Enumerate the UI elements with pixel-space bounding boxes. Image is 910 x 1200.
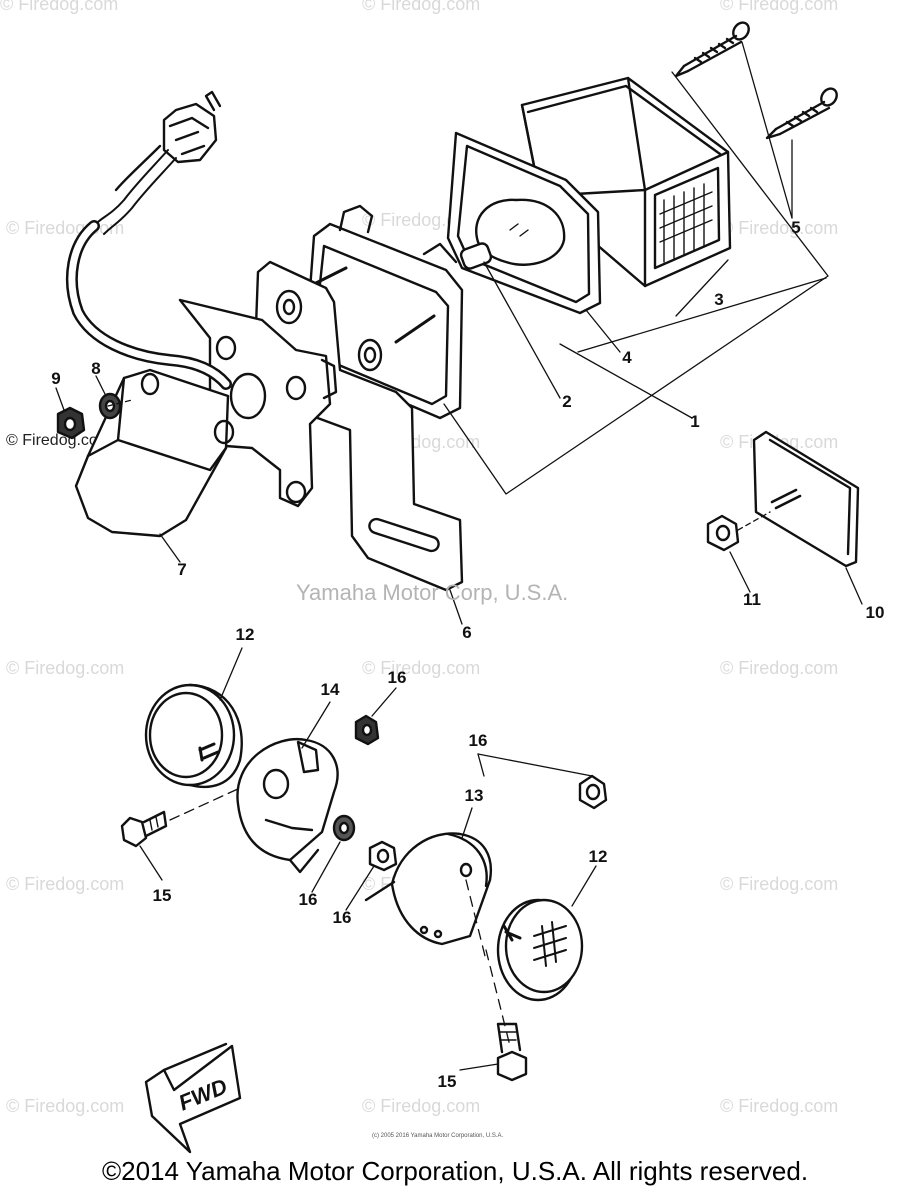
screw-upper <box>674 21 750 78</box>
nut-9 <box>56 406 86 440</box>
callout-3: 3 <box>714 290 724 309</box>
watermark: © Firedog.com <box>362 1096 481 1116</box>
watermark: © Firedog.com <box>720 0 839 14</box>
fwd-arrow <box>144 1042 242 1154</box>
watermark: © Firedog.com <box>0 0 119 14</box>
callout-16-mid: 16 <box>298 890 318 909</box>
lamp-base <box>304 204 464 420</box>
callout-16-lower: 16 <box>332 908 352 927</box>
wiring-harness <box>66 90 232 390</box>
callout-2: 2 <box>562 392 572 411</box>
copyright-footer: ©2014 Yamaha Motor Corporation, U.S.A. A… <box>101 1156 809 1186</box>
small-copyright-note: (c) 2005 2016 Yamaha Motor Corporation, … <box>372 1133 504 1139</box>
callout-16-right: 16 <box>468 731 488 750</box>
bolt-15-a <box>120 810 168 848</box>
watermark: © Firedog.com <box>6 432 112 449</box>
nut-11 <box>706 514 740 552</box>
callout-7: 7 <box>177 560 187 579</box>
callout-6: 6 <box>462 623 472 642</box>
license-bracket <box>254 260 464 592</box>
watermark: © Firedog.com <box>720 1096 839 1116</box>
watermark: © Firedog.com <box>362 658 481 678</box>
nut-16-b <box>578 774 608 810</box>
screw-lower <box>765 87 838 140</box>
callout-13: 13 <box>464 786 484 805</box>
callout-11: 11 <box>743 590 761 609</box>
watermark: © Firedog.com <box>6 1096 125 1116</box>
callout-12-left: 12 <box>235 625 255 644</box>
callout-15-left: 15 <box>152 886 172 905</box>
nut-16-d <box>368 840 398 872</box>
reflector-housing <box>74 368 235 538</box>
bulb <box>459 198 566 270</box>
watermark: © Firedog.com <box>6 658 125 678</box>
callout-10: 10 <box>865 603 885 622</box>
callout-9: 9 <box>51 369 61 388</box>
bracket-13 <box>364 832 493 946</box>
leader-lines <box>55 41 863 625</box>
callout-8: 8 <box>91 359 101 378</box>
callout-4: 4 <box>622 348 632 367</box>
watermark: © Firedog.com <box>720 874 839 894</box>
callout-1: 1 <box>690 412 700 431</box>
callout-16-top: 16 <box>387 668 407 687</box>
callout-14: 14 <box>320 680 340 699</box>
turn-signal-right <box>496 898 584 1002</box>
turn-signal-left <box>144 683 243 789</box>
nut-16-a <box>354 714 380 746</box>
watermark: © Firedog.com <box>362 0 481 14</box>
watermark: © Firedog.com <box>6 874 125 894</box>
bracket-14 <box>236 737 339 874</box>
bolt-15-b <box>496 1022 528 1082</box>
callout-15-bottom: 15 <box>437 1072 457 1091</box>
callout-5: 5 <box>791 218 801 237</box>
watermark: © Firedog.com <box>720 658 839 678</box>
watermark: © Firedog.com <box>720 218 839 238</box>
leader-lines-lower <box>139 647 597 1071</box>
callout-12-right: 12 <box>588 847 608 866</box>
nut-16-c <box>332 814 356 842</box>
reflector-plate <box>752 430 860 568</box>
yamaha-credit: Yamaha Motor Corp, U.S.A. <box>296 580 569 605</box>
